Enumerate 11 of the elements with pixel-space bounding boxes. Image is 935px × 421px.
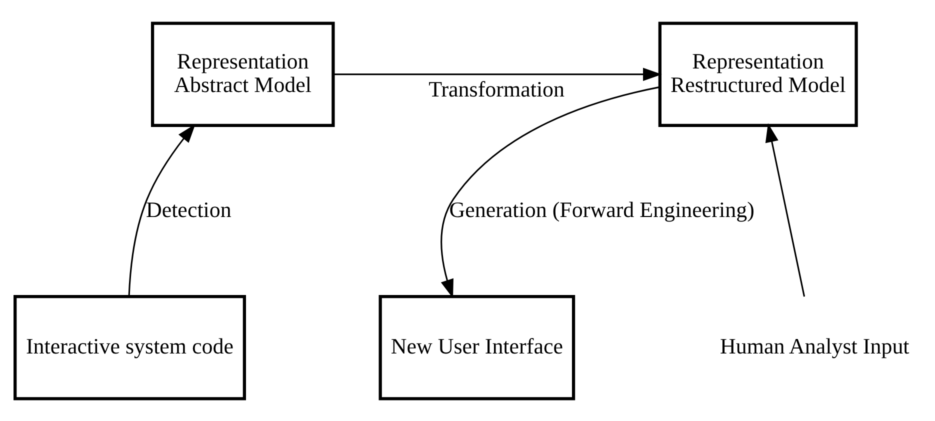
arrow (333, 67, 662, 80)
node-box: Representation Abstract Model (150, 21, 335, 126)
arrow (765, 122, 806, 296)
edge-label: Detection (146, 196, 232, 222)
edge-label: Transformation (428, 76, 565, 102)
node-box: Representation Restructured Model (658, 21, 858, 126)
node-box: New User Interface (378, 294, 576, 400)
node-box: Interactive system code (14, 294, 246, 400)
arrow (440, 86, 660, 298)
edge-label: Generation (Forward Engineering) (449, 196, 754, 222)
node-text: Human Analyst Input (720, 332, 910, 358)
